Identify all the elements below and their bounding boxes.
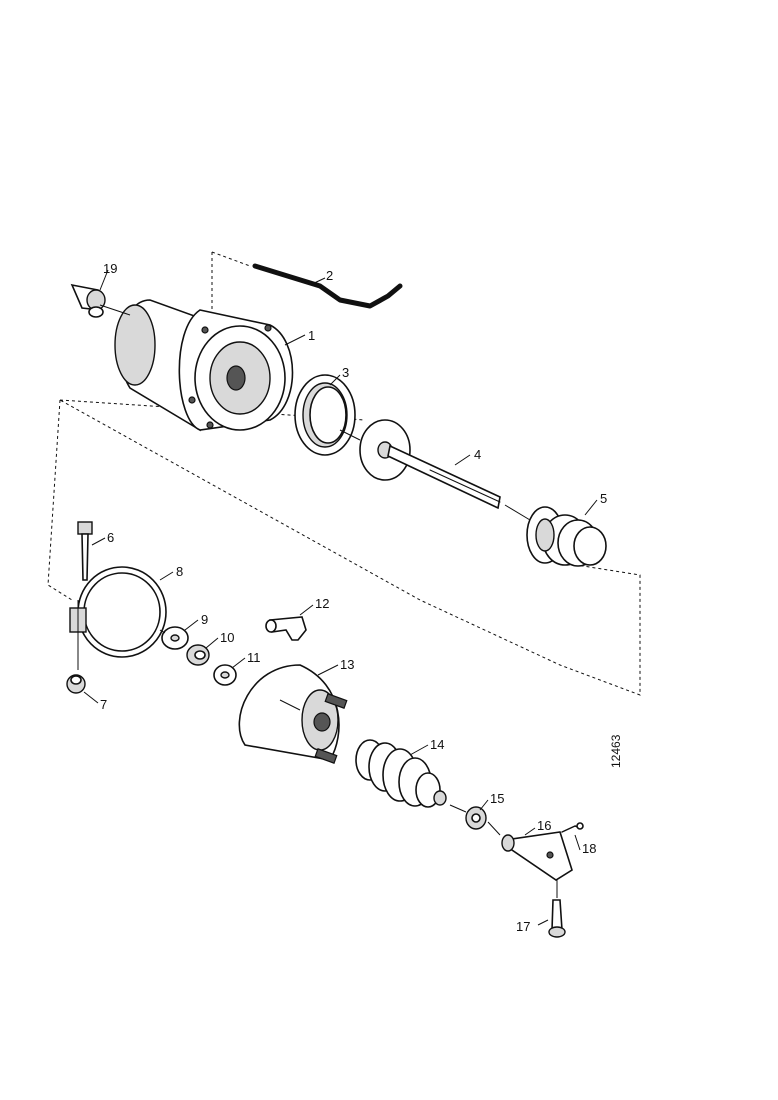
part-16-clevis (501, 831, 573, 881)
callout-10: 10 (220, 630, 234, 645)
part-12-elbow-fitting (265, 616, 307, 641)
callout-8: 8 (176, 564, 183, 579)
centre-lines (77, 304, 558, 898)
callout-7: 7 (100, 697, 107, 712)
drawing-code: 12463 (609, 734, 623, 768)
part-1-cylinder-body (114, 299, 294, 432)
callout-9: 9 (201, 612, 208, 627)
callout-5: 5 (600, 491, 607, 506)
callout-6: 6 (107, 530, 114, 545)
callout-2: 2 (326, 268, 333, 283)
callout-18: 18 (582, 841, 596, 856)
callout-4: 4 (474, 447, 481, 462)
part-14-bellows-boot (355, 739, 447, 808)
part-6-bolt (77, 521, 93, 581)
callout-12: 12 (315, 596, 329, 611)
part-17-clevis-pin (548, 899, 566, 938)
part-11-washer (213, 664, 237, 686)
part-3-ring (294, 374, 356, 456)
part-18-pin-clip (561, 822, 584, 833)
part-8-clamp-band (69, 566, 167, 658)
callout-19: 19 (103, 261, 117, 276)
part-13-housing (238, 664, 348, 764)
part-2-breather-hose (252, 263, 403, 309)
part-9-washer (161, 626, 189, 650)
callout-11: 11 (247, 650, 261, 665)
callout-15: 15 (490, 791, 504, 806)
callout-16: 16 (537, 818, 551, 833)
callout-13: 13 (340, 657, 354, 672)
part-7-nut (66, 674, 86, 694)
part-15-nut (465, 806, 487, 830)
assembly-outline-upper (211, 251, 251, 318)
callout-14: 14 (430, 737, 444, 752)
part-4-diaphragm-rod (359, 419, 501, 510)
callout-leaders (83, 269, 598, 926)
part-5-return-spring (526, 506, 607, 567)
callout-3: 3 (342, 365, 349, 380)
callout-17: 17 (516, 919, 530, 934)
callout-1: 1 (308, 328, 315, 343)
part-10-nut (186, 644, 210, 666)
